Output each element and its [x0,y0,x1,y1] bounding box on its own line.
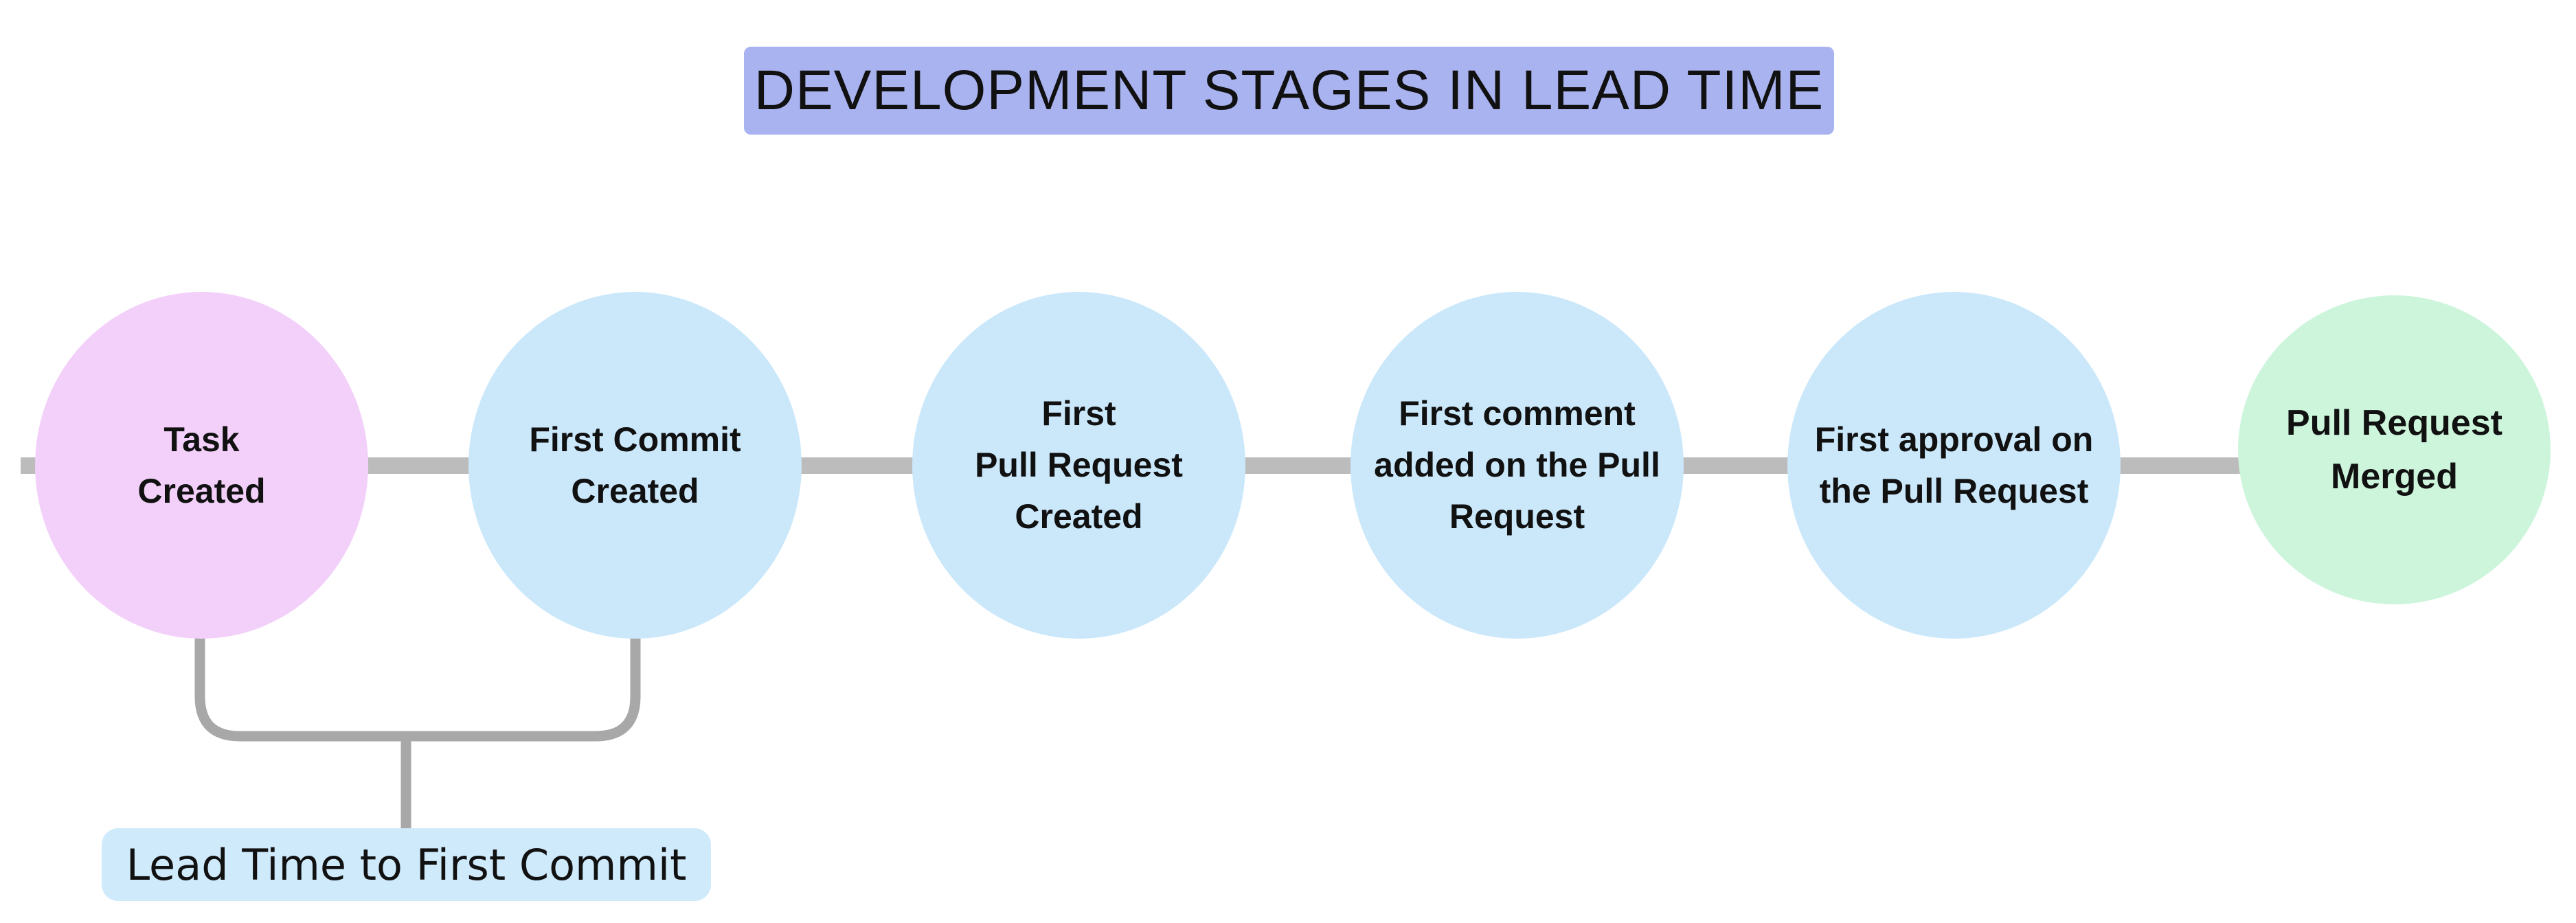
stage-node-first-commit-created: First Commit Created [468,292,802,639]
stage-label-line: the Pull Request [1819,471,2089,510]
stage-node-pull-request-merged: Pull Request Merged [2238,295,2551,604]
stage-label-line: First Commit [529,420,741,459]
stage-label-line: Created [1015,497,1143,536]
stage-node-first-comment-added: First comment added on the Pull Request [1351,292,1684,639]
stage-node-first-approval: First approval on the Pull Request [1787,292,2121,639]
stage-label-line: Task [163,420,240,459]
stage-label-line: Request [1449,497,1585,536]
lead-time-label: Lead Time to First Commit [102,828,711,901]
stage-node-first-pull-request-created: First Pull Request Created [912,292,1245,639]
stage-label-line: Merged [2331,457,2458,497]
stage-label-line: First comment [1399,394,1636,433]
stage-label-line: First approval on [1814,420,2094,459]
stage-label-line: added on the Pull [1374,446,1660,484]
stage-label-line: Pull Request [975,446,1183,484]
stage-label-line: Created [137,471,266,510]
stage-label-line: Created [571,471,699,510]
stage-node-task-created: Task Created [35,292,368,639]
diagram-title: DEVELOPMENT STAGES IN LEAD TIME [744,47,1834,135]
stage-label-line: Pull Request [2286,403,2502,443]
stage-label-line: First [1041,394,1116,433]
lead-time-bracket-path [194,625,641,832]
